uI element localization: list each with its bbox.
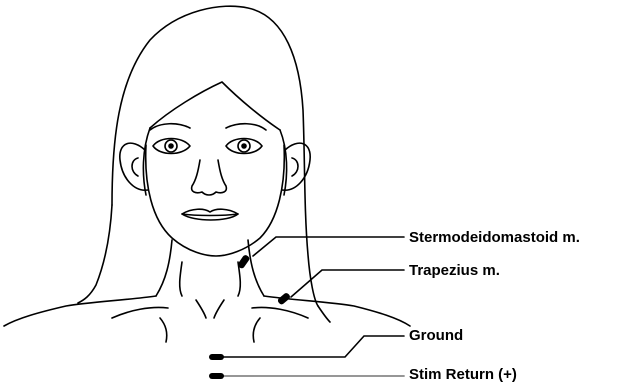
right-clavicle [252, 307, 308, 318]
hair-inner-left [143, 128, 150, 195]
scm-line-left [180, 262, 182, 296]
scm-leader [253, 237, 404, 256]
hair-inner-right [280, 130, 287, 195]
left-clavicle [112, 307, 168, 318]
trapezius-leader [291, 270, 404, 297]
nose [192, 160, 227, 195]
hair-left-end [78, 205, 112, 303]
ground-leader [223, 336, 404, 357]
electrode-trapezius [277, 292, 291, 306]
electrode-stim-return [209, 373, 224, 379]
face-outline [146, 145, 285, 256]
electrode-ground [209, 354, 224, 360]
label-ground: Ground [409, 327, 463, 345]
left-eyebrow [150, 124, 190, 130]
label-stim-return: Stim Return (+) [409, 366, 517, 384]
hair-fringe [150, 82, 280, 130]
label-sternocleidomastoid: Stermodeidomastoid m. [409, 229, 580, 247]
neck-left [156, 240, 172, 296]
right-eyebrow [226, 124, 266, 130]
label-trapezius: Trapezius m. [409, 262, 500, 280]
